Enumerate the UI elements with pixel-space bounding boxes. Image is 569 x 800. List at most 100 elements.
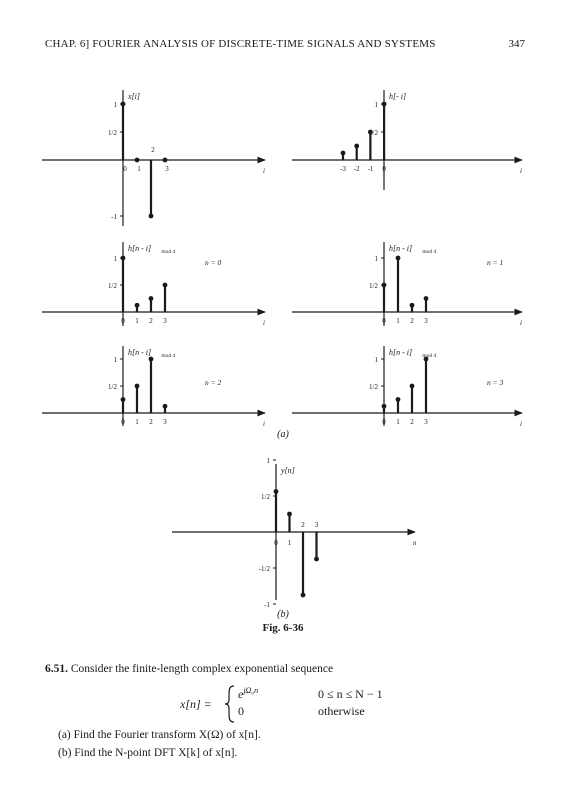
x-tick-label: 3 [315,521,319,529]
stem-marker [381,403,387,409]
x-tick-label: 3 [424,317,428,325]
x-tick-label: 1 [396,418,400,426]
x-tick-label: 1 [135,317,139,325]
n-label: n = 3 [487,378,504,387]
x-tick-label: -3 [340,165,346,173]
x-tick-label: 2 [149,418,153,426]
figure-6-36: 1 1/2 -1 x[i] 0 1 2 3 i 1 1/2 h[- i] -3 -2 -1 0 i 1 1/2 h… [42,90,523,634]
y-tick-label: -1 [111,213,117,221]
case1-exponent: jΩ₀n [243,686,259,695]
x-tick-label: 1 [137,165,141,173]
x-tick-label: 0 [382,165,386,173]
stem-marker [134,383,140,389]
page-header: CHAP. 6] FOURIER ANALYSIS OF DISCRETE-TI… [45,38,525,54]
brace-icon [224,685,235,723]
y-axis-label-subscript: mod 4 [161,249,175,255]
x-tick-label: 0 [121,317,125,325]
x-axis-label: i [520,319,522,327]
y-tick-label: 1 [114,255,118,263]
stem-marker [354,143,360,149]
x-tick-label: 3 [424,418,428,426]
stem-marker [120,101,126,107]
part-a: (a) Find the Fourier transform X(Ω) of x… [58,729,261,741]
case2-expression: 0 [238,704,244,718]
stem-marker [162,403,168,409]
y-axis-label: h[n - i] [389,244,412,253]
x-tick-label: 0 [121,418,125,426]
x-tick-label: 3 [165,165,169,173]
stem-marker [273,489,279,494]
page-number: 347 [508,38,526,50]
x-tick-label: 0 [274,539,278,547]
x-tick-label: 2 [410,418,414,426]
y-tick-label: 1/2 [108,129,117,137]
x-tick-label: 3 [163,317,167,325]
case1-base: e [238,687,244,701]
x-tick-label: 1 [396,317,400,325]
stem-marker [287,511,292,517]
stem-marker [162,282,168,288]
y-axis-label: h[n - i] [128,244,151,253]
problem-6-51: 6.51. Consider the finite-length complex… [45,663,525,675]
stem-marker [423,356,429,362]
y-axis-label: x[i] [127,92,140,101]
x-axis-label: i [263,420,265,428]
x-tick-label: 3 [163,418,167,426]
stem-marker [120,255,126,261]
x-tick-label: -2 [354,165,360,173]
chapter-title: CHAP. 6] FOURIER ANALYSIS OF DISCRETE-TI… [45,38,436,50]
equation-lhs: x[n] = [180,697,212,712]
figure-caption: Fig. 6-36 [263,622,304,634]
y-tick-label: 1/2 [108,383,117,391]
y-axis-label: h[- i] [389,92,406,101]
x-tick-label: 1 [135,418,139,426]
stem-marker [134,302,140,308]
eq-lhs-text: x[n] = [180,697,212,711]
y-axis-label: h[n - i] [128,348,151,357]
y-tick-label: 1/2 [369,129,378,137]
y-tick-label: 1 [375,101,379,109]
x-tick-label: 2 [301,521,305,529]
subfigure-b-label: (b) [277,609,289,620]
stem-marker [148,213,154,219]
y-tick-label: 1 [375,255,379,263]
x-tick-label: -1 [367,165,373,173]
x-axis-label: i [263,167,265,175]
stem-marker [340,150,346,156]
y-tick-label: 1 [375,356,379,364]
stem-marker [148,296,154,301]
x-tick-label: 2 [410,317,414,325]
stem-marker [381,282,387,288]
n-label: n = 1 [487,258,503,267]
x-tick-label: 0 [382,317,386,325]
stem-marker [120,397,126,402]
y-tick-label: 1 [114,356,118,364]
stem-marker [395,397,401,402]
panel-h-reversed: 1 1/2 h[- i] -3 -2 -1 0 i [292,90,523,190]
case1-expression: ejΩ₀n [238,686,258,702]
stem-marker [300,592,306,598]
x-tick-label: 0 [382,418,386,426]
stem-marker [423,296,429,301]
stem-marker [314,556,319,562]
x-tick-label: 2 [151,146,155,154]
y-tick-label: 1/2 [108,282,117,290]
y-tick-label: 1/2 [369,282,378,290]
y-tick-label: 1 [114,101,118,109]
part-b: (b) Find the N-point DFT X[k] of x[n]. [58,747,238,759]
y-axis-label-subscript: mod 4 [422,353,436,359]
case1-condition: 0 ≤ n ≤ N − 1 [318,687,383,701]
x-tick-label: 2 [149,317,153,325]
x-axis-label: n [413,539,417,547]
stem-marker [395,255,401,261]
x-axis-label: i [263,319,265,327]
stem-marker [148,356,154,362]
case2-condition: otherwise [318,704,365,718]
stem-marker [381,101,387,107]
x-axis-label: i [520,167,522,175]
problem-statement: Consider the finite-length complex expon… [70,663,334,675]
